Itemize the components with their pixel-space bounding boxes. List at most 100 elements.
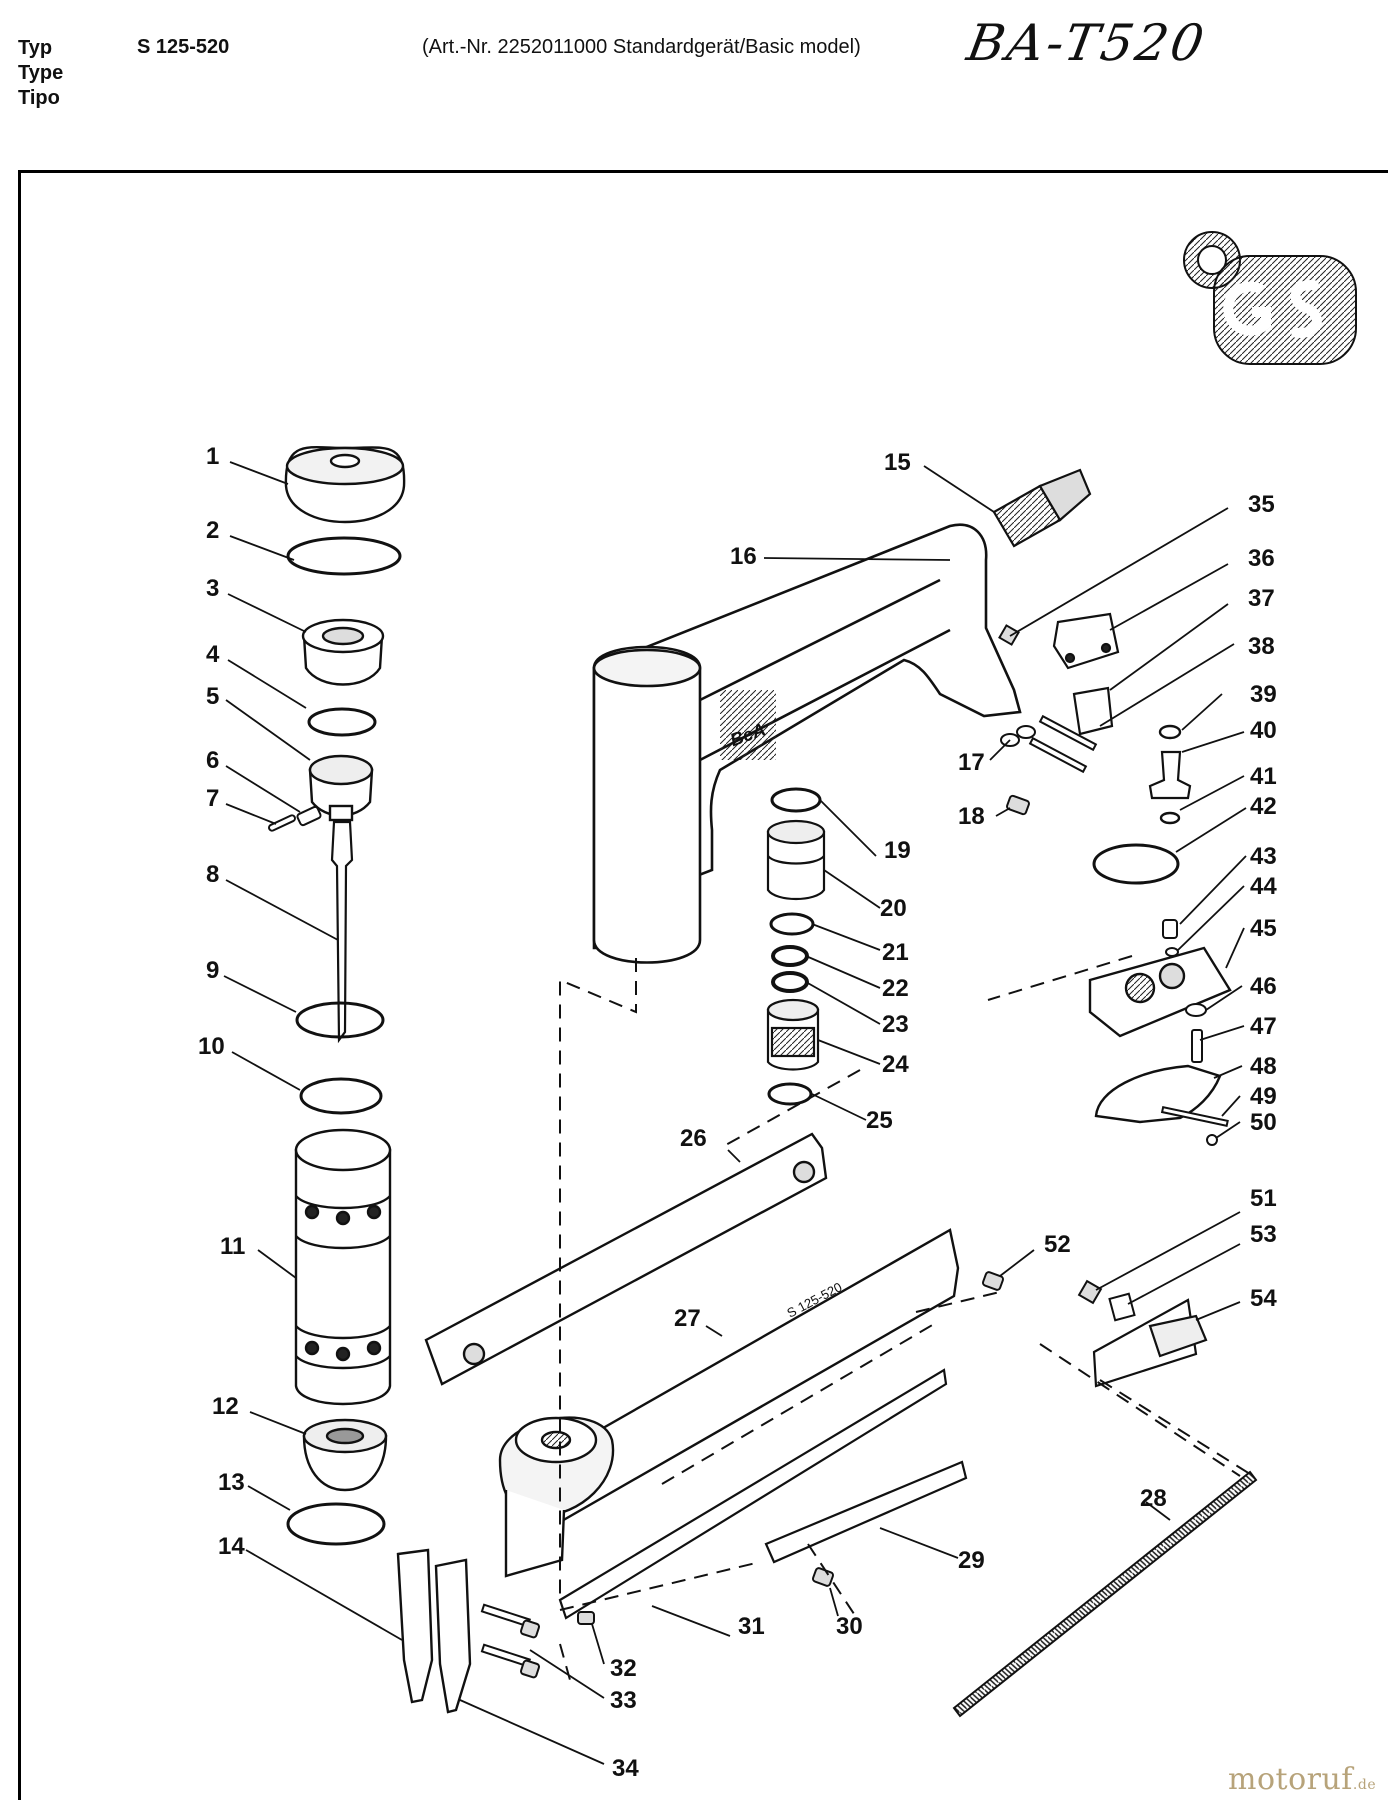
part-1-cap bbox=[284, 445, 406, 524]
callout-43: 43 bbox=[1250, 843, 1277, 870]
callout-34: 34 bbox=[612, 1755, 639, 1782]
callout-13: 13 bbox=[218, 1469, 245, 1496]
gs-seal-icon bbox=[1183, 231, 1357, 365]
part-16-housing bbox=[592, 523, 1022, 964]
callout-3: 3 bbox=[206, 575, 219, 602]
assembly-lines bbox=[559, 955, 1251, 1681]
callout-51: 51 bbox=[1250, 1185, 1277, 1212]
callout-2: 2 bbox=[206, 517, 219, 544]
callout-37: 37 bbox=[1248, 585, 1275, 612]
part-5-piston bbox=[308, 754, 374, 822]
callout-17: 17 bbox=[958, 749, 985, 776]
article-note: (Art.-Nr. 2252011000 Standardgerät/Basic… bbox=[422, 36, 861, 58]
callout-14: 14 bbox=[218, 1533, 245, 1560]
motoruf-watermark: motoruf.de bbox=[1228, 1762, 1376, 1797]
callout-44: 44 bbox=[1250, 873, 1277, 900]
callout-28: 28 bbox=[1140, 1485, 1167, 1512]
part-40-trigger-valve bbox=[1148, 750, 1192, 800]
part-35-nut bbox=[998, 624, 1020, 646]
part-23-o-ring bbox=[771, 971, 809, 993]
callout-40: 40 bbox=[1250, 717, 1277, 744]
part-18-screw bbox=[1006, 794, 1030, 816]
part-54-pusher bbox=[1092, 1298, 1208, 1388]
callout-29: 29 bbox=[958, 1547, 985, 1574]
callout-1: 1 bbox=[206, 443, 219, 470]
part-10-o-ring bbox=[299, 1077, 383, 1115]
callout-54: 54 bbox=[1250, 1285, 1277, 1312]
callout-21: 21 bbox=[882, 939, 909, 966]
part-29-guide bbox=[764, 1460, 968, 1564]
callout-31: 31 bbox=[738, 1613, 765, 1640]
part-32-screw bbox=[577, 1611, 595, 1625]
callout-52: 52 bbox=[1044, 1231, 1071, 1258]
part-51-nut bbox=[1077, 1279, 1103, 1305]
part-22-o-ring bbox=[771, 945, 809, 967]
callout-49: 49 bbox=[1250, 1083, 1277, 1110]
part-27-magazine bbox=[498, 1228, 960, 1578]
callout-labels: 1 2 3 4 5 6 7 8 9 10 11 12 13 14 15 16 1… bbox=[198, 443, 1277, 1782]
part-15-air-fitting bbox=[992, 468, 1092, 548]
part-33-bolt bbox=[480, 1603, 540, 1679]
part-7-pin bbox=[268, 814, 296, 832]
part-4-o-ring bbox=[307, 707, 377, 737]
part-45-valve-base bbox=[1088, 946, 1232, 1038]
part-30-screw bbox=[811, 1567, 835, 1587]
part-47-screw bbox=[1191, 1029, 1203, 1063]
callout-47: 47 bbox=[1250, 1013, 1277, 1040]
callout-53: 53 bbox=[1250, 1221, 1277, 1248]
part-31-rail bbox=[558, 1368, 948, 1620]
model-code: S 125-520 bbox=[137, 36, 230, 58]
part-2-o-ring bbox=[286, 536, 402, 576]
part-24-valve-body bbox=[766, 998, 820, 1071]
part-17-washers bbox=[1000, 725, 1036, 747]
callout-30: 30 bbox=[836, 1613, 863, 1640]
part-39-o-ring bbox=[1158, 724, 1182, 740]
callout-42: 42 bbox=[1250, 793, 1277, 820]
type-label-de: Typ bbox=[18, 37, 53, 59]
callout-45: 45 bbox=[1250, 915, 1277, 942]
part-50-clip bbox=[1206, 1134, 1218, 1146]
part-48-trigger bbox=[1094, 1064, 1222, 1124]
part-11-cylinder bbox=[294, 1128, 392, 1406]
callout-5: 5 bbox=[206, 683, 219, 710]
callout-9: 9 bbox=[206, 957, 219, 984]
leader-lines bbox=[223, 461, 1247, 1765]
part-49-pin bbox=[1160, 1105, 1229, 1127]
type-labels: Typ Type Tipo bbox=[18, 36, 63, 111]
callout-20: 20 bbox=[880, 895, 907, 922]
part-25-o-ring bbox=[767, 1082, 813, 1106]
callout-19: 19 bbox=[884, 837, 911, 864]
callout-50: 50 bbox=[1250, 1109, 1277, 1136]
part-52-screw bbox=[981, 1271, 1005, 1291]
part-53-bracket bbox=[1108, 1292, 1136, 1322]
part-13-o-ring bbox=[286, 1502, 386, 1546]
callout-16: 16 bbox=[730, 543, 757, 570]
callout-32: 32 bbox=[610, 1655, 637, 1682]
callout-15: 15 bbox=[884, 449, 911, 476]
callout-48: 48 bbox=[1250, 1053, 1277, 1080]
callout-11: 11 bbox=[220, 1233, 245, 1260]
type-label-en: Type bbox=[18, 62, 64, 84]
part-9-o-ring bbox=[295, 1001, 385, 1039]
part-19-o-ring bbox=[770, 787, 822, 813]
part-38-bolts bbox=[1028, 714, 1098, 774]
callout-22: 22 bbox=[882, 975, 909, 1002]
callout-23: 23 bbox=[882, 1011, 909, 1038]
part-21-o-ring bbox=[769, 912, 815, 936]
part-8-driver-blade bbox=[330, 820, 354, 1044]
callout-24: 24 bbox=[882, 1051, 909, 1078]
callout-41: 41 bbox=[1250, 763, 1277, 790]
part-6-nut bbox=[296, 805, 322, 827]
part-41-o-ring bbox=[1159, 811, 1181, 825]
callout-27: 27 bbox=[674, 1305, 701, 1332]
callout-18: 18 bbox=[958, 803, 985, 830]
callout-4: 4 bbox=[206, 641, 220, 668]
callout-33: 33 bbox=[610, 1687, 637, 1714]
part-14-nose-piece bbox=[396, 1548, 472, 1714]
part-20-valve-sleeve bbox=[766, 819, 826, 900]
callout-10: 10 bbox=[198, 1033, 225, 1060]
part-46-washer bbox=[1185, 1003, 1207, 1017]
part-26-top-rail bbox=[424, 1132, 828, 1386]
callout-39: 39 bbox=[1250, 681, 1277, 708]
